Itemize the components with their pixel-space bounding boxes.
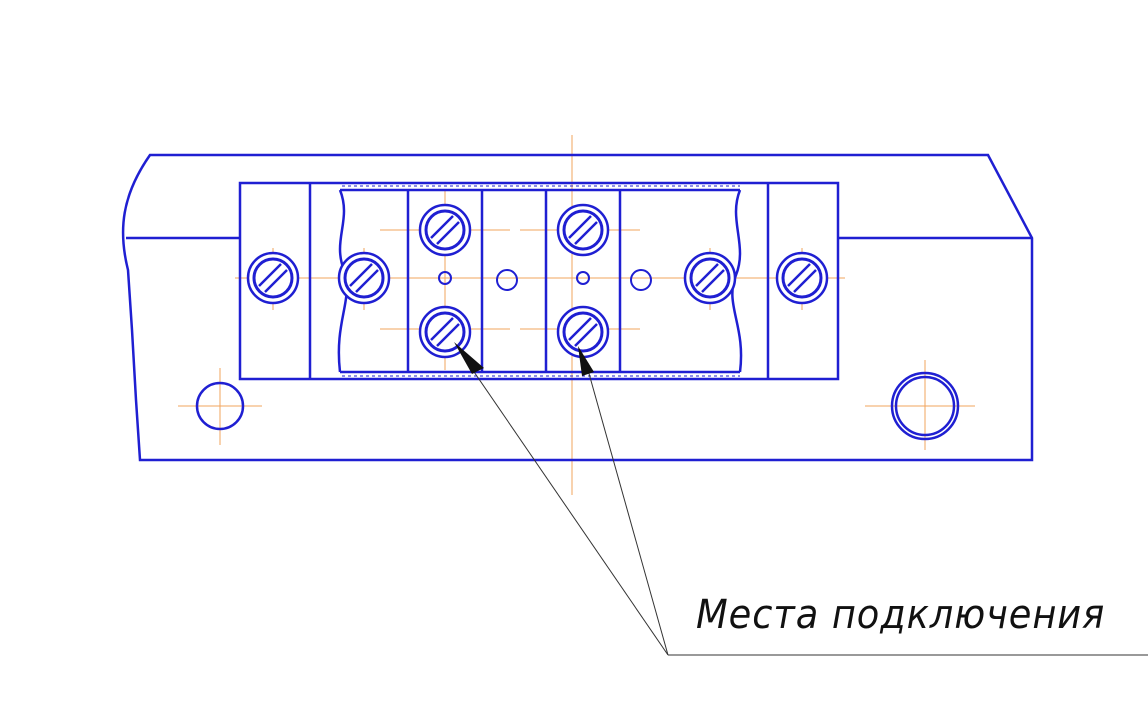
callout-label: Места подключения [696, 592, 1106, 638]
terminal-block [238, 181, 840, 381]
terminal-screw [556, 203, 610, 257]
terminal-screw [337, 251, 391, 305]
terminal-screw [683, 251, 737, 305]
terminal-screw [775, 251, 829, 305]
leader-arrow [454, 342, 484, 374]
terminal-screw [556, 305, 610, 359]
mounting-hole [195, 371, 960, 441]
terminal-screw [246, 251, 300, 305]
leader-lines [469, 365, 1148, 656]
terminal-block-hatch [342, 185, 740, 377]
small-hole [438, 269, 652, 291]
bracket [121, 153, 1034, 462]
terminal-screw [418, 203, 472, 257]
leader-arrow [578, 346, 594, 376]
